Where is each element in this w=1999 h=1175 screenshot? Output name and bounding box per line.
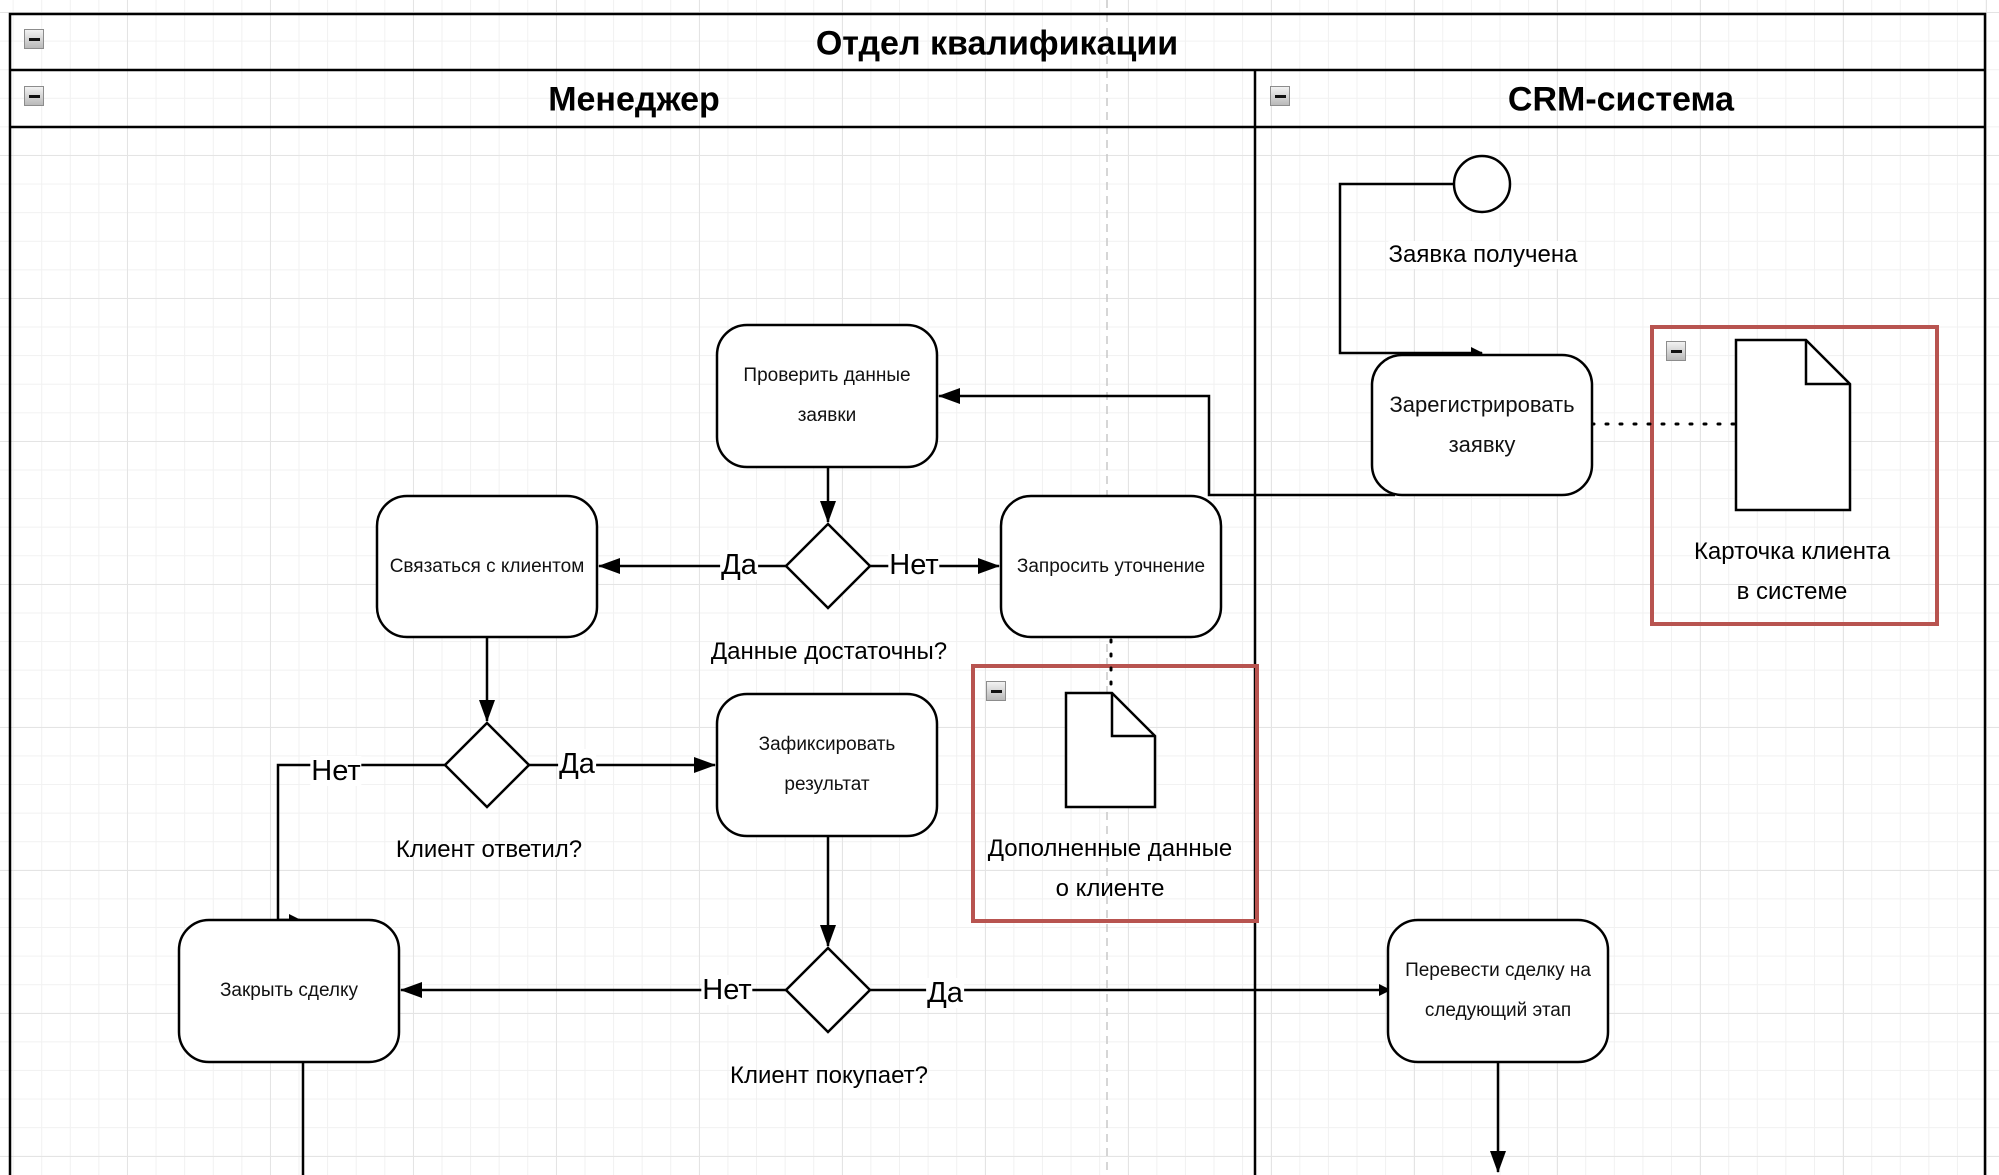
extra-data-group-collapse-button[interactable] xyxy=(986,681,1006,701)
extra-data-document-icon[interactable] xyxy=(1064,691,1157,809)
task-check-line-2: заявки xyxy=(797,405,857,426)
task-close-label: Закрыть сделку xyxy=(179,920,399,1062)
edge-label-gateway1-yes: Да xyxy=(720,549,758,581)
gateway-client-buys[interactable] xyxy=(784,946,872,1034)
gateway-data-sufficient[interactable] xyxy=(784,522,872,610)
lane-title-manager: Менеджер xyxy=(548,80,720,119)
task-register-line-1: Зарегистрировать xyxy=(1389,392,1575,417)
task-record[interactable] xyxy=(715,692,939,838)
client-card-group-collapse-button[interactable] xyxy=(1666,341,1686,361)
client-card-group[interactable] xyxy=(1650,325,1939,626)
start-event-label: Заявка получена xyxy=(1388,241,1578,269)
task-contact[interactable] xyxy=(375,494,599,639)
task-advance[interactable] xyxy=(1386,918,1610,1064)
task-record-label: Зафиксировать результат xyxy=(717,694,937,836)
minus-icon xyxy=(28,37,40,41)
gateway-client-buys-label: Клиент покупает? xyxy=(730,1062,928,1089)
crm-lane-collapse-button[interactable] xyxy=(1270,86,1290,106)
task-clarify-label: Запросить уточнение xyxy=(1001,496,1221,637)
gateway-client-answered-label: Клиент ответил? xyxy=(395,836,583,863)
start-event-circle[interactable] xyxy=(1452,154,1512,214)
task-close-line-1: Закрыть сделку xyxy=(219,980,359,1001)
minus-icon xyxy=(28,94,40,98)
gateway-client-answered[interactable] xyxy=(443,721,531,809)
extra-data-group[interactable] xyxy=(971,664,1259,923)
task-advance-label: Перевести сделку на следующий этап xyxy=(1388,920,1608,1062)
task-check[interactable] xyxy=(715,323,939,469)
task-record-line-1: Зафиксировать xyxy=(758,734,896,755)
client-card-document-icon[interactable] xyxy=(1734,338,1852,512)
minus-icon xyxy=(990,689,1002,693)
gateway-data-sufficient-label: Данные достаточны? xyxy=(710,638,948,665)
extra-data-label-line-1: Дополненные данные xyxy=(987,835,1233,862)
edge-label-gateway1-no: Нет xyxy=(888,549,940,581)
minus-icon xyxy=(1274,94,1286,98)
client-card-label: Карточка клиента в системе xyxy=(1694,532,1890,612)
pool-title: Отдел квалификации xyxy=(815,24,1179,63)
manager-lane-collapse-button[interactable] xyxy=(24,86,44,106)
extra-data-label: Дополненные данные о клиенте xyxy=(988,829,1233,909)
pool-collapse-button[interactable] xyxy=(24,29,44,49)
task-register-label: Зарегистрировать заявку xyxy=(1372,355,1592,495)
edge-label-gateway2-yes: Да xyxy=(558,748,596,780)
edge-register-to-check[interactable] xyxy=(938,388,1395,497)
client-card-label-line-2: в системе xyxy=(1736,578,1848,605)
pool-frame[interactable] xyxy=(8,12,1987,1175)
task-check-line-1: Проверить данные xyxy=(743,365,911,386)
task-clarify[interactable] xyxy=(999,494,1223,639)
task-advance-line-2: следующий этап xyxy=(1424,1000,1572,1021)
edge-label-gateway3-no: Нет xyxy=(701,974,753,1006)
task-close[interactable] xyxy=(177,918,401,1064)
edge-label-gateway3-yes: Да xyxy=(926,977,964,1009)
minus-icon xyxy=(1670,349,1682,353)
task-record-line-2: результат xyxy=(784,774,870,795)
task-contact-label: Связаться с клиентом xyxy=(377,496,597,637)
task-check-label: Проверить данные заявки xyxy=(717,325,937,467)
client-card-label-line-1: Карточка клиента xyxy=(1693,538,1891,565)
task-advance-line-1: Перевести сделку на xyxy=(1405,960,1591,981)
task-register-line-2: заявку xyxy=(1448,432,1516,457)
edge-start-to-register[interactable] xyxy=(1338,182,1483,359)
task-clarify-line-1: Запросить уточнение xyxy=(1016,555,1206,577)
edge-label-gateway2-no: Нет xyxy=(310,755,362,787)
lane-title-crm: CRM-система xyxy=(1507,80,1735,119)
task-contact-line-1: Связаться с клиентом xyxy=(389,555,585,577)
task-register[interactable] xyxy=(1370,353,1594,497)
extra-data-label-line-2: о клиенте xyxy=(1055,875,1165,902)
